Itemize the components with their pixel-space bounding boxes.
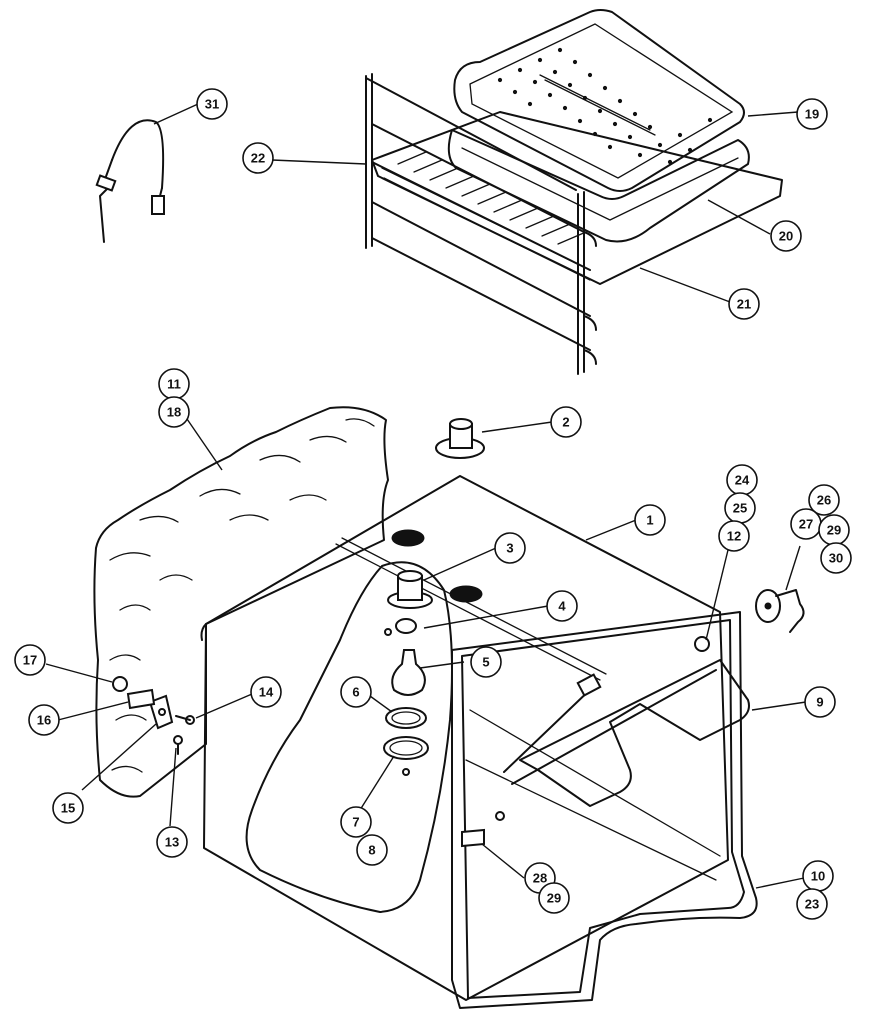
broiler-pan [447,129,750,243]
svg-text:20: 20 [779,229,793,244]
light-lens-gasket [383,736,429,776]
bulb-support-tube [126,688,156,710]
svg-text:19: 19 [805,107,819,122]
callout-23: 23 [796,888,828,920]
svg-text:27: 27 [799,517,813,532]
svg-text:9: 9 [816,695,823,710]
callout-27: 27 [790,508,822,540]
callout-26: 26 [808,484,840,516]
svg-text:31: 31 [205,97,219,112]
light-receptacle [387,570,433,609]
svg-text:10: 10 [811,869,825,884]
callout-19: 19 [796,98,828,130]
leader-lines [45,103,807,889]
cutaway-outline [245,561,453,913]
callout-30: 30 [820,542,852,574]
callout-10: 10 [802,860,834,892]
light-lens [385,707,427,729]
rack-support-right [577,191,597,375]
callout-2: 2 [550,406,582,438]
callout-5: 5 [470,646,502,678]
svg-text:29: 29 [547,891,561,906]
callout-8: 8 [356,834,388,866]
svg-text:18: 18 [167,405,181,420]
svg-text:23: 23 [805,897,819,912]
svg-text:24: 24 [735,473,750,488]
light-bulb [391,649,426,696]
thermostat-sensing-bulb [95,119,165,243]
svg-text:25: 25 [733,501,747,516]
callout-9: 9 [804,686,836,718]
callout-18: 18 [158,396,190,428]
callout-14: 14 [250,676,282,708]
callout-3: 3 [494,532,526,564]
svg-text:3: 3 [506,541,513,556]
svg-text:2: 2 [562,415,569,430]
svg-text:29: 29 [827,523,841,538]
hidden-bake-bracket [755,589,805,633]
broil-element [503,659,750,807]
svg-text:1: 1 [646,513,653,528]
svg-text:12: 12 [727,529,741,544]
mounting-screw [173,735,183,755]
thermostat-bulb-holder [435,418,485,459]
callout-29-a: 29 [818,514,850,546]
element-terminal-block [694,636,710,652]
clip-screw [175,715,195,725]
svg-text:13: 13 [165,835,179,850]
callout-15: 15 [52,792,84,824]
callout-12: 12 [718,520,750,552]
callout-29-b: 29 [538,882,570,914]
svg-text:14: 14 [259,685,274,700]
callout-13: 13 [156,826,188,858]
callout-21: 21 [728,288,760,320]
rack-wires [397,151,587,245]
svg-text:5: 5 [482,655,489,670]
callout-7: 7 [340,806,372,838]
svg-text:15: 15 [61,801,75,816]
oven-top-opening-1 [391,529,425,547]
svg-text:28: 28 [533,871,547,886]
svg-text:17: 17 [23,653,37,668]
svg-text:30: 30 [829,551,843,566]
callout-17: 17 [14,644,46,676]
callout-22: 22 [242,142,274,174]
svg-text:7: 7 [352,815,359,830]
callout-4: 4 [546,590,578,622]
callout-6: 6 [340,676,372,708]
oven-top-opening-2 [449,585,483,603]
bake-element [451,611,758,1009]
svg-text:11: 11 [167,377,181,392]
callout-20: 20 [770,220,802,252]
oven-liner [200,475,729,1001]
callout-11: 11 [158,368,190,400]
oven-insulation [93,406,389,798]
callout-25: 25 [724,492,756,524]
callout-1: 1 [634,504,666,536]
grommet [112,676,128,692]
svg-text:22: 22 [251,151,265,166]
callout-31: 31 [196,88,228,120]
svg-text:4: 4 [558,599,566,614]
svg-text:21: 21 [737,297,751,312]
svg-text:8: 8 [368,843,375,858]
rack-support-left [365,73,591,351]
element-mounting-screw [461,811,505,848]
callout-24: 24 [726,464,758,496]
broiler-pan-slots [497,47,713,165]
broiler-pan-insert [453,9,745,192]
svg-text:16: 16 [37,713,51,728]
thermostat-bulb-clip [148,694,174,730]
svg-text:6: 6 [352,685,359,700]
callout-16: 16 [28,704,60,736]
svg-text:26: 26 [817,493,831,508]
light-socket [384,618,417,636]
